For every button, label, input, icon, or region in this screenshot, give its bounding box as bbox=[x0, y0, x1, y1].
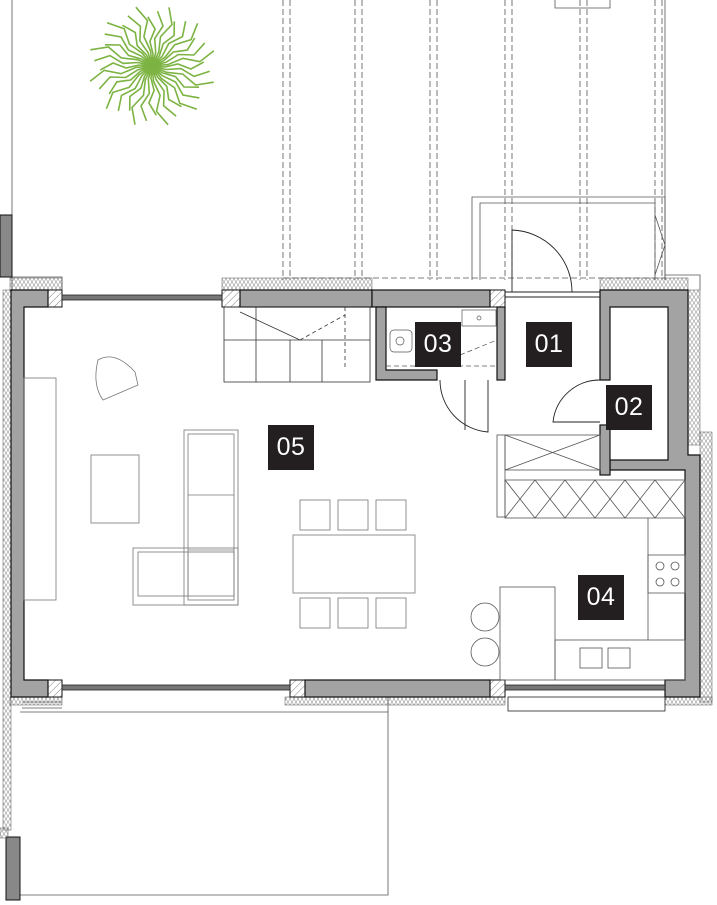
staircase bbox=[223, 306, 371, 383]
tree-icon bbox=[89, 6, 215, 126]
tree-branch bbox=[151, 37, 196, 67]
structural-columns bbox=[47, 289, 506, 698]
tree-branch bbox=[151, 65, 210, 78]
tree-branch bbox=[117, 65, 153, 112]
tree-branch bbox=[151, 65, 200, 99]
room-label-04: 04 bbox=[578, 575, 624, 620]
tree-branch bbox=[151, 65, 169, 126]
tree-branch bbox=[135, 6, 153, 67]
tree-branch bbox=[151, 42, 206, 67]
tree-branch bbox=[104, 44, 153, 67]
walls bbox=[10, 289, 701, 698]
tree-branch bbox=[105, 65, 153, 109]
wc-fixtures bbox=[386, 309, 498, 367]
tree-branch bbox=[131, 65, 153, 125]
kitchen-units bbox=[470, 434, 686, 681]
terrace-bottom bbox=[20, 697, 389, 896]
tree-branch bbox=[151, 10, 164, 67]
tree-branch bbox=[89, 65, 153, 82]
tree-branch bbox=[106, 21, 153, 67]
tree-branch bbox=[151, 50, 215, 67]
tree-branch bbox=[140, 65, 153, 122]
tree-branch bbox=[90, 46, 153, 67]
tree-branch bbox=[151, 20, 187, 67]
tree-branch bbox=[151, 65, 200, 88]
windows bbox=[61, 291, 666, 712]
living-furniture bbox=[23, 356, 416, 629]
tree-branch bbox=[151, 23, 199, 67]
tree-branch bbox=[127, 15, 153, 67]
tree-branch bbox=[151, 7, 173, 67]
column bbox=[5, 836, 21, 901]
tree-branch bbox=[151, 21, 176, 67]
tree-branch bbox=[104, 33, 153, 67]
room-label-01: 01 bbox=[526, 322, 572, 367]
tree-branch bbox=[122, 24, 153, 67]
tree-branch bbox=[128, 65, 153, 111]
tree-branch bbox=[151, 65, 214, 86]
tree-branch bbox=[147, 16, 156, 67]
column bbox=[0, 214, 13, 278]
room-label-03: 03 bbox=[415, 322, 461, 367]
tree-branch bbox=[94, 54, 153, 67]
tree-branch bbox=[151, 65, 198, 111]
terrace-top bbox=[11, 0, 701, 290]
room-label-02: 02 bbox=[606, 385, 652, 430]
tree-branch bbox=[108, 65, 153, 95]
tree-branch bbox=[151, 65, 177, 117]
tree-branch bbox=[98, 65, 153, 90]
tree-branch bbox=[148, 65, 157, 116]
tree-branch bbox=[151, 65, 182, 108]
doors bbox=[439, 229, 601, 433]
tree-branch bbox=[151, 61, 205, 70]
tree-branch bbox=[99, 62, 153, 71]
room-label-05: 05 bbox=[268, 425, 314, 470]
